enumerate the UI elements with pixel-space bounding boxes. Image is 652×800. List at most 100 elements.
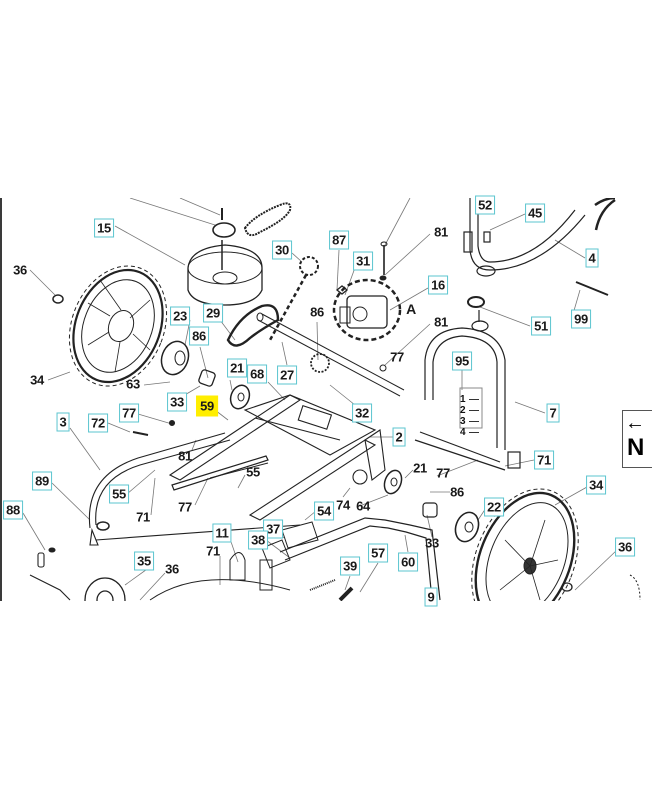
part-callout-7[interactable]: 7 bbox=[546, 403, 560, 423]
part-callout-71[interactable]: 71 bbox=[136, 509, 150, 525]
direction-sign: ← N bbox=[622, 410, 652, 468]
pin-99 bbox=[575, 281, 609, 296]
rear-wheel-left bbox=[68, 265, 168, 387]
wheel-hub-23 bbox=[160, 340, 190, 376]
part-callout-27[interactable]: 27 bbox=[277, 365, 297, 385]
part-callout-4[interactable]: 4 bbox=[585, 248, 599, 268]
diagram-left-border bbox=[0, 198, 2, 601]
sprocket-30 bbox=[299, 256, 319, 276]
spring-57 bbox=[338, 586, 354, 601]
drive-belt bbox=[243, 202, 292, 237]
part-callout-36[interactable]: 36 bbox=[615, 537, 635, 557]
part-callout-88[interactable]: 88 bbox=[3, 500, 23, 520]
part-callout-22[interactable]: 22 bbox=[484, 497, 504, 517]
wheel-hub-22 bbox=[454, 511, 480, 543]
part-callout-32[interactable]: 32 bbox=[352, 403, 372, 423]
part-callout-21[interactable]: 21 bbox=[413, 460, 427, 476]
knob-51 bbox=[467, 296, 489, 332]
part-callout-55[interactable]: 55 bbox=[109, 484, 129, 504]
part-callout-38[interactable]: 38 bbox=[248, 530, 268, 550]
height-lever-88 bbox=[29, 547, 71, 601]
handle-right-7 bbox=[414, 327, 521, 471]
axle-cover-11 bbox=[149, 552, 291, 601]
part-callout-59[interactable]: 59 bbox=[196, 395, 218, 417]
part-callout-86[interactable]: 86 bbox=[189, 326, 209, 346]
part-callout-33[interactable]: 33 bbox=[425, 535, 439, 551]
part-callout-81[interactable]: 81 bbox=[434, 314, 448, 330]
part-callout-81[interactable]: 81 bbox=[434, 224, 448, 240]
part-callout-30[interactable]: 30 bbox=[272, 240, 292, 260]
part-callout-37[interactable]: 37 bbox=[263, 519, 283, 539]
legend-95: 1 2 3 4 bbox=[460, 394, 484, 438]
part-callout-51[interactable]: 51 bbox=[531, 316, 551, 336]
part-callout-23[interactable]: 23 bbox=[170, 306, 190, 326]
part-callout-71[interactable]: 71 bbox=[206, 543, 220, 559]
part-callout-68[interactable]: 68 bbox=[247, 364, 267, 384]
drive-chain bbox=[268, 274, 308, 341]
washer-36 bbox=[52, 294, 64, 304]
legend-row: 3 bbox=[460, 416, 484, 427]
part-callout-86[interactable]: 86 bbox=[310, 304, 324, 320]
belt-29 bbox=[226, 304, 280, 347]
bushing-33b bbox=[422, 502, 438, 518]
part-callout-34[interactable]: 34 bbox=[586, 475, 606, 495]
part-callout-60[interactable]: 60 bbox=[398, 552, 418, 572]
legend-row: 4 bbox=[460, 427, 484, 438]
part-callout-86[interactable]: 86 bbox=[450, 484, 464, 500]
leader-lines bbox=[22, 198, 618, 601]
part-callout-54[interactable]: 54 bbox=[314, 501, 334, 521]
part-callout-29[interactable]: 29 bbox=[203, 303, 223, 323]
part-callout-63[interactable]: 63 bbox=[126, 376, 140, 392]
legend-row: 2 bbox=[460, 405, 484, 416]
part-callout-15[interactable]: 15 bbox=[94, 218, 114, 238]
part-callout-74[interactable]: 74 bbox=[336, 497, 350, 513]
part-callout-45[interactable]: 45 bbox=[525, 203, 545, 223]
part-callout-71[interactable]: 71 bbox=[534, 450, 554, 470]
part-callout-77[interactable]: 77 bbox=[390, 349, 404, 365]
part-callout-11[interactable]: 11 bbox=[212, 523, 232, 543]
letter-n: N bbox=[627, 434, 645, 461]
front-wheel-35 bbox=[84, 577, 126, 601]
part-callout-64[interactable]: 64 bbox=[356, 498, 370, 514]
part-callout-77[interactable]: 77 bbox=[178, 499, 192, 515]
part-callout-72[interactable]: 72 bbox=[88, 413, 108, 433]
drive-housing-15 bbox=[187, 208, 263, 306]
part-callout-55[interactable]: 55 bbox=[246, 464, 260, 480]
part-callout-39[interactable]: 39 bbox=[340, 556, 360, 576]
bracket-54 bbox=[281, 521, 319, 549]
main-frame-2 bbox=[168, 394, 386, 521]
legend-row: 1 bbox=[460, 394, 484, 405]
part-callout-21[interactable]: 21 bbox=[227, 358, 247, 378]
part-callout-95[interactable]: 95 bbox=[452, 351, 472, 371]
gearbox-16 bbox=[332, 241, 402, 372]
part-callout-3[interactable]: 3 bbox=[56, 412, 70, 432]
part-callout-9[interactable]: 9 bbox=[424, 587, 438, 607]
part-callout-33[interactable]: 33 bbox=[167, 392, 187, 412]
part-callout-36[interactable]: 36 bbox=[165, 561, 179, 577]
part-callout-99[interactable]: 99 bbox=[571, 309, 591, 329]
washer-36b bbox=[561, 582, 573, 592]
part-callout-34[interactable]: 34 bbox=[30, 372, 44, 388]
part-callout-36[interactable]: 36 bbox=[13, 262, 27, 278]
part-callout-2[interactable]: 2 bbox=[392, 427, 406, 447]
spring-39 bbox=[309, 579, 336, 591]
part-callout-77[interactable]: 77 bbox=[436, 465, 450, 481]
part-callout-35[interactable]: 35 bbox=[134, 551, 154, 571]
diagram-artwork bbox=[22, 198, 641, 601]
part-callout-31[interactable]: 31 bbox=[353, 251, 373, 271]
bushing-33 bbox=[198, 369, 216, 387]
part-callout-81[interactable]: 81 bbox=[178, 448, 192, 464]
bracket-38 bbox=[261, 539, 291, 569]
part-callout-16[interactable]: 16 bbox=[428, 275, 448, 295]
part-callout-77[interactable]: 77 bbox=[119, 403, 139, 423]
part-callout-57[interactable]: 57 bbox=[368, 543, 388, 563]
axle-sprocket bbox=[310, 353, 330, 373]
arrow-left-icon: ← bbox=[625, 412, 645, 434]
part-callout-52[interactable]: 52 bbox=[475, 195, 495, 215]
upper-handle-4 bbox=[463, 198, 586, 277]
axle-27 bbox=[256, 312, 405, 397]
lever-plate bbox=[171, 455, 269, 491]
part-callout-89[interactable]: 89 bbox=[32, 471, 52, 491]
part-callout-87[interactable]: 87 bbox=[329, 230, 349, 250]
